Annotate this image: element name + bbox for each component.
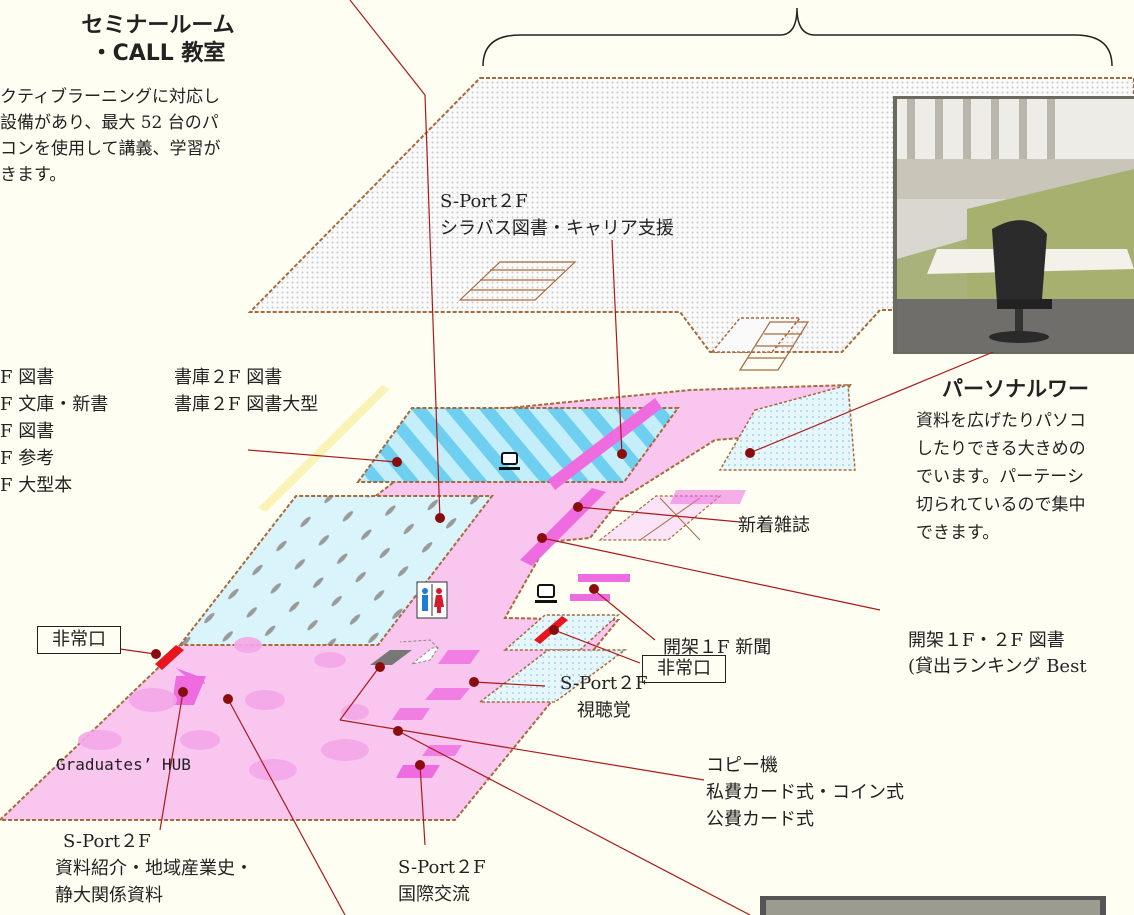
personal-workspace-photo xyxy=(897,99,1134,352)
newspaper-label: 開架１F 新聞 xyxy=(663,637,772,658)
new-magazines-label: 新着雑誌 xyxy=(738,515,810,536)
graduates-hub-label: Graduates’ HUB xyxy=(56,755,191,774)
materials-label: S-Port２F 資料紹介・地域産業史・ 静大関係資料 xyxy=(55,831,253,906)
emergency-exit-left-label: 非常口 xyxy=(37,626,121,654)
pc-icon-2 xyxy=(535,584,557,603)
intl-label: S-Port２F 国際交流 xyxy=(398,857,486,905)
pc-icon-1 xyxy=(499,452,520,470)
personal-title: パーソナルワー xyxy=(942,377,1089,401)
stacks-left-list: F 図書 F 文庫・新書 F 図書 F 参考 F 大型本 xyxy=(0,367,109,496)
seminar-room xyxy=(177,495,495,646)
emergency-exit-left xyxy=(155,645,184,670)
seminar-desc: クティブラーニングに対応し 設備があり、最大 52 台のパ コンを使用して講義、… xyxy=(0,87,221,185)
restroom-icon xyxy=(416,581,448,619)
emergency-exit-right-label: 非常口 xyxy=(642,655,726,683)
copier xyxy=(370,650,412,665)
copier-label: コピー機 私費カード式・コイン式 公費カード式 xyxy=(706,755,904,830)
floor-2f-stairs xyxy=(710,317,802,353)
seminar-title: セミナールーム ・CALL 教室 xyxy=(81,13,235,66)
av-label: S-Port２F 視聴覚 xyxy=(560,673,648,721)
open-shelf-label: 開架１F・２F 図書 (貸出ランキング Best xyxy=(908,630,1087,677)
brace xyxy=(482,7,1113,67)
personal-desc: 資料を広げたりパソコ したりできる大きめの でいます。パーテーシ 切られているの… xyxy=(916,411,1086,543)
bottom-photo xyxy=(760,896,1106,915)
stacks-2f-list: 書庫２F 図書 書庫２F 図書大型 xyxy=(174,367,319,415)
floor2-label: S-Port２F シラバス図書・キャリア支援 xyxy=(440,191,674,239)
